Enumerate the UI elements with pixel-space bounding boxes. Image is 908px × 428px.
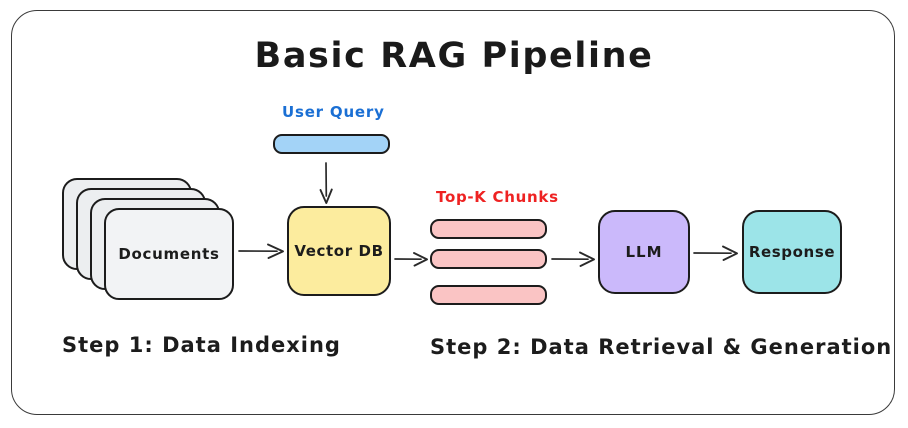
document-card	[104, 208, 234, 300]
arrow-right-icon	[551, 251, 595, 267]
arrow-down-icon	[319, 162, 333, 204]
response-label: Response	[748, 243, 836, 261]
vector-db-box: Vector DB	[287, 206, 391, 296]
step-2-caption: Step 2: Data Retrieval & Generation	[430, 335, 893, 359]
arrow-right-icon	[394, 252, 428, 267]
arrow-right-icon	[693, 245, 738, 261]
arrow-right-icon	[238, 243, 284, 259]
llm-label: LLM	[625, 243, 663, 261]
documents-stack: Documents	[62, 178, 252, 303]
diagram-frame	[11, 10, 895, 415]
chunk-bar	[430, 285, 547, 305]
documents-label: Documents	[118, 245, 220, 263]
user-query-bar	[273, 134, 390, 154]
vector-db-label: Vector DB	[294, 242, 384, 260]
chunk-bar	[430, 219, 547, 239]
page-title: Basic RAG Pipeline	[254, 36, 654, 76]
response-box: Response	[742, 210, 842, 294]
step-1-caption: Step 1: Data Indexing	[62, 333, 341, 357]
user-query-label: User Query	[282, 103, 385, 121]
top-k-chunks-label: Top-K Chunks	[436, 188, 559, 206]
chunk-bar	[430, 249, 547, 269]
llm-box: LLM	[598, 210, 690, 294]
